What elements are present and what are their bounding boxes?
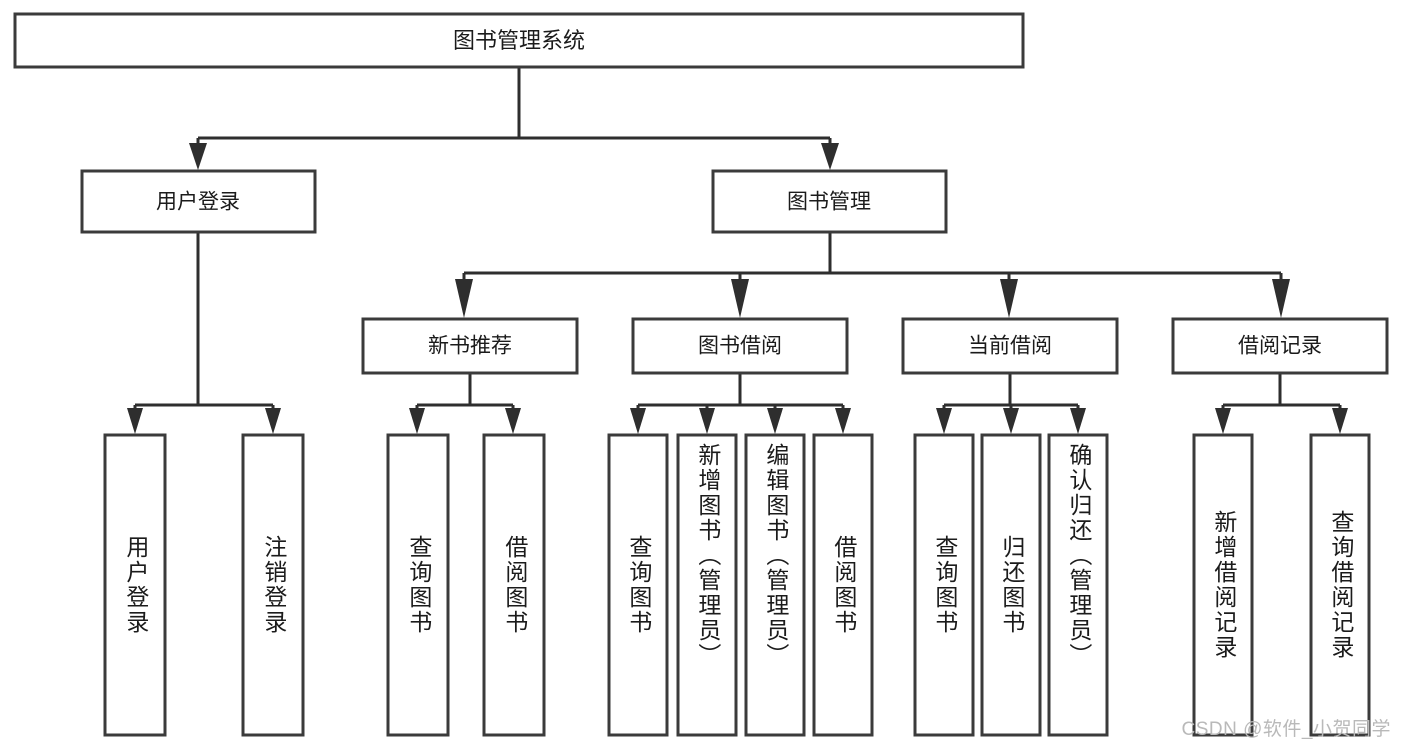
arrow-rec-to-leaf2 xyxy=(505,408,521,434)
node-current-borrow[interactable]: 当前借阅 xyxy=(901,317,1119,375)
node-current-borrow-label: 当前借阅 xyxy=(968,335,1052,358)
connector-group-book-management xyxy=(455,233,1290,318)
connector-group-user-login-children xyxy=(127,233,281,434)
node-leaf-query-book-2-box[interactable] xyxy=(607,433,669,737)
node-borrow-record-box[interactable] xyxy=(1171,317,1389,375)
arrow-bm-to-current xyxy=(1000,279,1018,318)
arrow-ul-to-leaf1 xyxy=(127,408,143,434)
node-leaf-add-book-admin-box[interactable] xyxy=(676,433,738,737)
node-leaf-logout-login-box[interactable] xyxy=(241,433,305,737)
arrow-bor-to-leaf1 xyxy=(630,408,646,434)
node-new-book-recommend-box[interactable] xyxy=(361,317,579,375)
node-new-book-recommend[interactable]: 新书推荐 xyxy=(361,317,579,375)
arrow-bor-to-leaf4 xyxy=(835,408,851,434)
node-book-management-box[interactable] xyxy=(711,169,948,234)
node-user-login[interactable]: 用户登录 xyxy=(80,169,317,234)
node-book-borrow[interactable]: 图书借阅 xyxy=(631,317,849,375)
arrow-ul-to-leaf2 xyxy=(265,408,281,434)
node-root-box[interactable] xyxy=(13,12,1025,69)
node-root-label: 图书管理系统 xyxy=(453,28,585,53)
arrow-bm-to-record xyxy=(1272,279,1290,318)
connector-group-record-children xyxy=(1215,374,1348,434)
leaf-boxes-group xyxy=(103,433,1371,737)
node-root[interactable]: 图书管理系统 xyxy=(13,12,1025,69)
node-leaf-borrow-book-1-box[interactable] xyxy=(482,433,546,737)
connector-group-borrow-children xyxy=(630,374,851,434)
arrow-rec-to-leaf1 xyxy=(409,408,425,434)
arrow-root-to-user-login xyxy=(189,143,207,170)
node-book-management-label: 图书管理 xyxy=(787,191,871,214)
node-book-borrow-box[interactable] xyxy=(631,317,849,375)
connector-group-current-children xyxy=(936,374,1086,434)
node-leaf-confirm-return-admin-box[interactable] xyxy=(1047,433,1109,737)
arrow-bm-to-borrow xyxy=(731,279,749,318)
csdn-watermark: CSDN @软件_小贺同学 xyxy=(1181,719,1391,740)
arrow-root-to-book-management xyxy=(821,143,839,170)
node-user-login-box[interactable] xyxy=(80,169,317,234)
arrow-rcd-to-leaf2 xyxy=(1332,408,1348,434)
arrow-cur-to-leaf3 xyxy=(1070,408,1086,434)
node-user-login-label: 用户登录 xyxy=(156,191,240,214)
node-leaf-user-login-box[interactable] xyxy=(103,433,167,737)
node-new-book-recommend-label: 新书推荐 xyxy=(428,335,512,358)
arrow-cur-to-leaf1 xyxy=(936,408,952,434)
node-leaf-add-borrow-record-box[interactable] xyxy=(1192,433,1254,737)
node-borrow-record-label: 借阅记录 xyxy=(1238,335,1322,358)
node-leaf-query-book-3-box[interactable] xyxy=(913,433,975,737)
arrow-bor-to-leaf2 xyxy=(699,408,715,434)
node-book-management[interactable]: 图书管理 xyxy=(711,169,948,234)
arrow-cur-to-leaf2 xyxy=(1003,408,1019,434)
node-current-borrow-box[interactable] xyxy=(901,317,1119,375)
node-leaf-query-borrow-record-box[interactable] xyxy=(1309,433,1371,737)
node-leaf-query-book-1-box[interactable] xyxy=(386,433,450,737)
node-leaf-borrow-book-2-box[interactable] xyxy=(812,433,874,737)
node-leaf-edit-book-admin-box[interactable] xyxy=(744,433,806,737)
arrow-rcd-to-leaf1 xyxy=(1215,408,1231,434)
arrow-bor-to-leaf3 xyxy=(767,408,783,434)
connector-group-root xyxy=(189,68,839,170)
arrow-bm-to-recommend xyxy=(455,279,473,318)
connector-group-recommend-children xyxy=(409,374,521,434)
node-book-borrow-label: 图书借阅 xyxy=(698,335,782,358)
node-borrow-record[interactable]: 借阅记录 xyxy=(1171,317,1389,375)
node-leaf-return-book-box[interactable] xyxy=(980,433,1042,737)
